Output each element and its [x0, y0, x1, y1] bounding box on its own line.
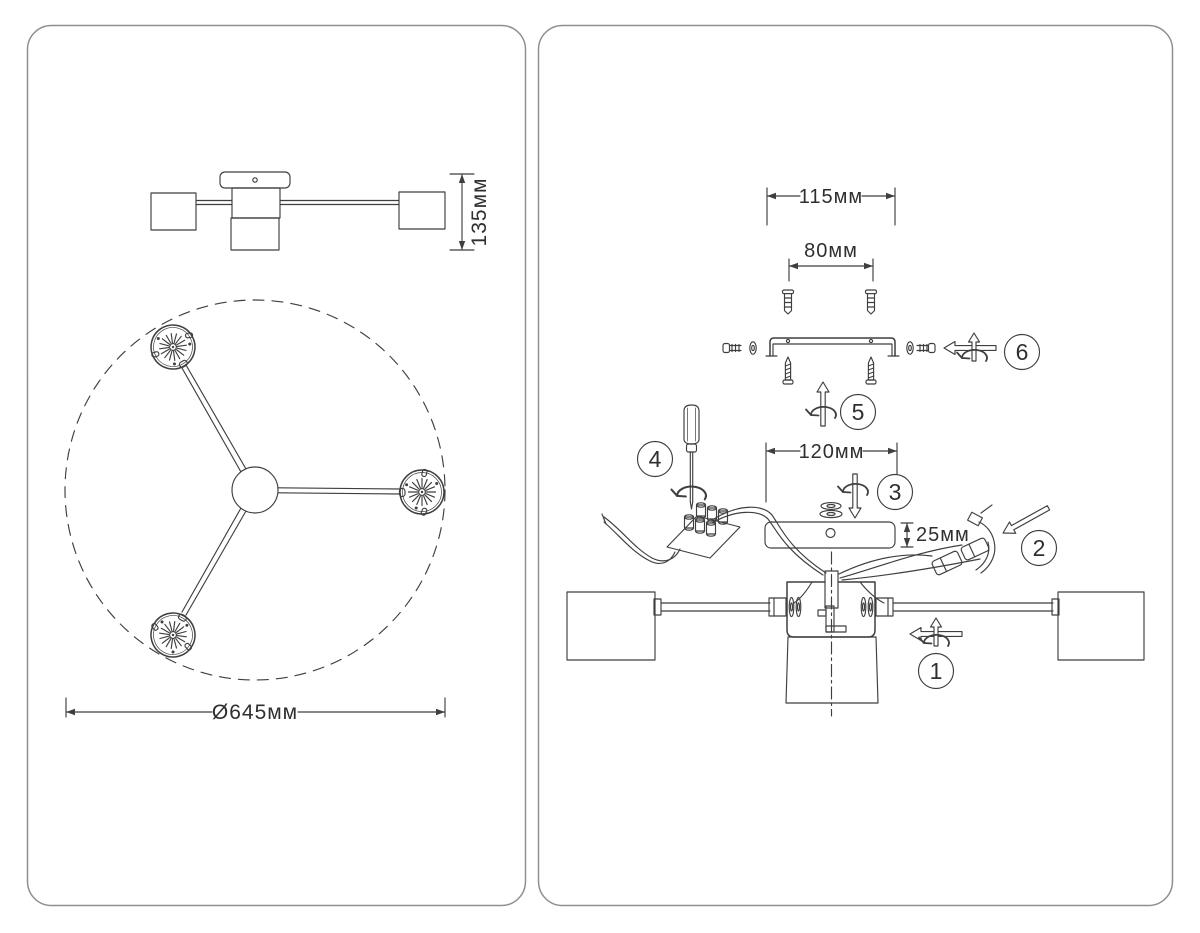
mounting-bracket	[765, 337, 900, 357]
step-number: 1	[930, 658, 943, 684]
side-bolt-left	[722, 342, 742, 354]
anchor-spacing-label: 80мм	[804, 240, 858, 262]
step-number: 4	[649, 446, 662, 472]
step-badge-4: 4	[636, 440, 674, 478]
canopy-height-label: 25мм	[916, 524, 970, 546]
lamp-top-view	[64, 299, 446, 681]
height-dim-label: 135мм	[468, 178, 491, 247]
anchor-spacing-dimension: 80мм	[788, 240, 874, 282]
wire-connectors	[931, 504, 996, 576]
canopy-height-dimension: 25мм	[900, 522, 970, 548]
left-panel-frame	[26, 24, 527, 907]
plate-hole	[252, 177, 258, 183]
right-shade	[398, 191, 446, 230]
arm-connector	[768, 597, 787, 617]
step-badge-2: 2	[1020, 529, 1058, 567]
height-dimension: 135мм	[449, 173, 491, 251]
diameter-circle	[64, 299, 446, 681]
step-badge-5: 5	[839, 393, 877, 431]
lamp-side-view	[150, 171, 446, 251]
bracket-width-dimension: 115мм	[766, 186, 896, 226]
canopy-width-label: 120мм	[799, 441, 865, 463]
step-number: 3	[889, 479, 902, 505]
terminal-block	[666, 502, 741, 559]
center-hub	[231, 466, 279, 514]
center-shade	[230, 217, 280, 251]
diameter-dimension: Ø645мм	[65, 697, 446, 724]
left-shade	[566, 591, 656, 661]
step-badge-6: 6	[1003, 333, 1041, 371]
canopy-assembly	[764, 502, 896, 549]
step-number: 2	[1033, 535, 1046, 561]
diameter-dim-label: Ø645мм	[212, 701, 298, 724]
screwdriver-icon	[683, 404, 700, 510]
step-number: 6	[1016, 339, 1029, 365]
side-bolt-right	[916, 342, 936, 354]
left-shade	[150, 192, 197, 231]
chandelier-body	[566, 551, 1145, 717]
step-badge-3: 3	[876, 473, 914, 511]
canopy-plate	[764, 521, 896, 549]
mounting-hardware	[722, 289, 936, 385]
step-number: 5	[852, 399, 865, 425]
right-panel-frame	[537, 24, 1174, 907]
step-badge-1: 1	[917, 652, 955, 690]
canopy-width-dimension: 120мм	[765, 441, 898, 503]
bracket-width-label: 115мм	[799, 186, 863, 208]
wiring	[601, 506, 981, 604]
center-shade	[785, 636, 879, 704]
arm-connector	[875, 597, 894, 617]
right-shade	[1057, 591, 1145, 661]
